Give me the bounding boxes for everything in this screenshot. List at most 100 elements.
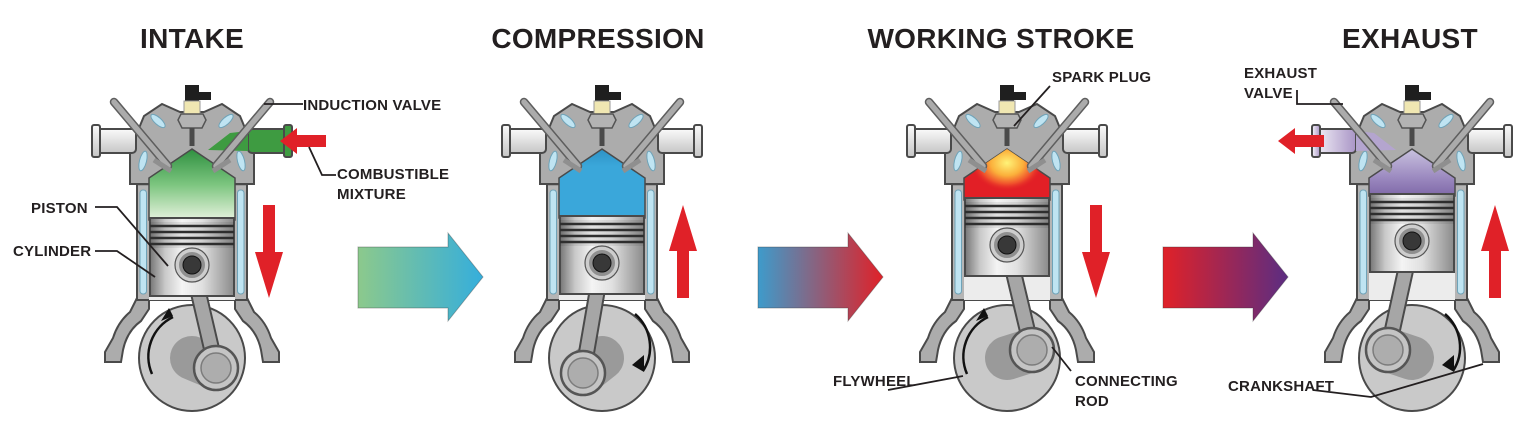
leader-line-exhaust-valve [1296, 90, 1343, 105]
coolant-channel-left [139, 189, 147, 295]
stage-title-compression: COMPRESSION [491, 23, 705, 54]
exhaust-valve-stem [1331, 99, 1391, 169]
spark-plug-electrode [1409, 128, 1415, 146]
coolant-channel-right [647, 189, 655, 295]
coolant-pocket [628, 113, 644, 129]
stage-title-working-stroke: WORKING STROKE [867, 23, 1135, 54]
crankshaft-bearing [1372, 334, 1404, 366]
rotation-arrow [147, 315, 174, 375]
wrist-pin-rim [989, 227, 1025, 263]
spark-plug-cap [1405, 85, 1431, 103]
spark-plug-cap [595, 85, 621, 103]
rotation-arrowhead [976, 308, 988, 321]
induction-valve-head [621, 157, 642, 174]
coolant-pocket [560, 113, 576, 129]
wrist-pin-bore [1402, 231, 1422, 251]
rotation-arrow [634, 313, 652, 372]
wrist-pin-bore [997, 235, 1017, 255]
intake-port-flange [693, 124, 703, 158]
label-induction-valve: INDUCTION VALVE [303, 97, 442, 114]
exhaust-valve-stem [521, 99, 581, 169]
leader-line-cylinder [95, 250, 156, 278]
intake-port-flange [1098, 124, 1108, 158]
exhaust-valve-head [1372, 157, 1393, 174]
piston [149, 217, 235, 297]
spark-plug-body [587, 113, 617, 129]
piston [964, 197, 1050, 277]
spark-plug-body [177, 113, 207, 129]
spark-plug-insulator [1403, 100, 1421, 115]
engine-compression [501, 85, 703, 412]
piston [559, 215, 645, 295]
exhaust-port-flange [91, 124, 101, 158]
coolant-channel-left [954, 189, 962, 295]
induction-valve-stem [623, 99, 683, 169]
crankcase-leg-left [1324, 297, 1370, 363]
label-piston: PISTON [31, 200, 88, 217]
spark-plug-body [992, 113, 1022, 129]
crankcase-leg-left [514, 297, 560, 363]
coolant-pocket [1456, 150, 1466, 172]
induction-valve-stem [1028, 99, 1088, 169]
spark-plug [992, 85, 1026, 146]
ignition-flame [971, 149, 1043, 191]
crankcase-leg-right [1049, 297, 1095, 363]
coolant-pocket [965, 113, 981, 129]
piston-motion-arrow-down [1082, 205, 1110, 298]
induction-valve-head [211, 157, 232, 174]
coolant-pocket [1438, 113, 1454, 129]
coolant-pocket [953, 150, 963, 172]
rotation-arrowhead [161, 308, 173, 321]
crankcase-leg-left [919, 297, 965, 363]
spark-plug-insulator [998, 100, 1016, 115]
coolant-channel-right [1052, 189, 1060, 295]
crankcase-leg-right [644, 297, 690, 363]
induction-valve-stem [1433, 99, 1493, 169]
piston [1369, 193, 1455, 273]
crankcase-leg-left [104, 297, 150, 363]
exhaust-valve-head [152, 157, 173, 174]
crankshaft-bearing [200, 352, 232, 384]
leader-line-spark-plug [1013, 85, 1051, 127]
leader-line-piston [95, 206, 169, 267]
piston-motion-arrow-down [255, 205, 283, 298]
engine-working-stroke [906, 85, 1110, 412]
spark-plug [1397, 85, 1431, 146]
label-spark-plug: SPARK PLUG [1052, 69, 1152, 86]
exhaust-valve-head [967, 157, 988, 174]
coolant-pocket [1033, 113, 1049, 129]
piston-motion-arrow-up [669, 205, 697, 298]
coolant-pocket [138, 150, 148, 172]
coolant-channel-right [1457, 189, 1465, 295]
engine-exhaust [1278, 85, 1513, 412]
coolant-pocket [150, 113, 166, 129]
gas-flow-arrow-left [280, 128, 326, 154]
coolant-pocket [1051, 150, 1061, 172]
leader-line-flywheel [887, 375, 964, 391]
wrist-pin-rim [174, 247, 210, 283]
label-combustible-mixture: COMBUSTIBLE MIXTURE [337, 166, 450, 204]
coolant-pocket [218, 113, 234, 129]
gas-flow-arrow-left [1278, 128, 1324, 154]
coolant-pocket [646, 150, 656, 172]
label-cylinder: CYLINDER [13, 243, 92, 260]
transition-arrow-3 [1162, 231, 1289, 323]
exhaust-port-flange [906, 124, 916, 158]
spark-plug-cap [1000, 85, 1026, 103]
leader-line-connecting-rod [1051, 346, 1072, 372]
exhaust-valve-head [562, 157, 583, 174]
label-flywheel: FLYWHEEL [833, 373, 916, 390]
crankshaft-bearing [1016, 334, 1048, 366]
leader-line-combustible-mixture [308, 146, 336, 176]
label-connecting-rod: CONNECTING ROD [1075, 373, 1178, 411]
coolant-pocket [236, 150, 246, 172]
label-exhaust-valve: EXHAUST VALVE [1244, 65, 1318, 103]
exhaust-port-flange [501, 124, 511, 158]
rotation-arrowhead [632, 355, 644, 372]
induction-valve-head [1026, 157, 1047, 174]
coolant-channel-left [549, 189, 557, 295]
spark-plug-insulator [183, 100, 201, 115]
crankshaft-bearing [567, 357, 599, 389]
